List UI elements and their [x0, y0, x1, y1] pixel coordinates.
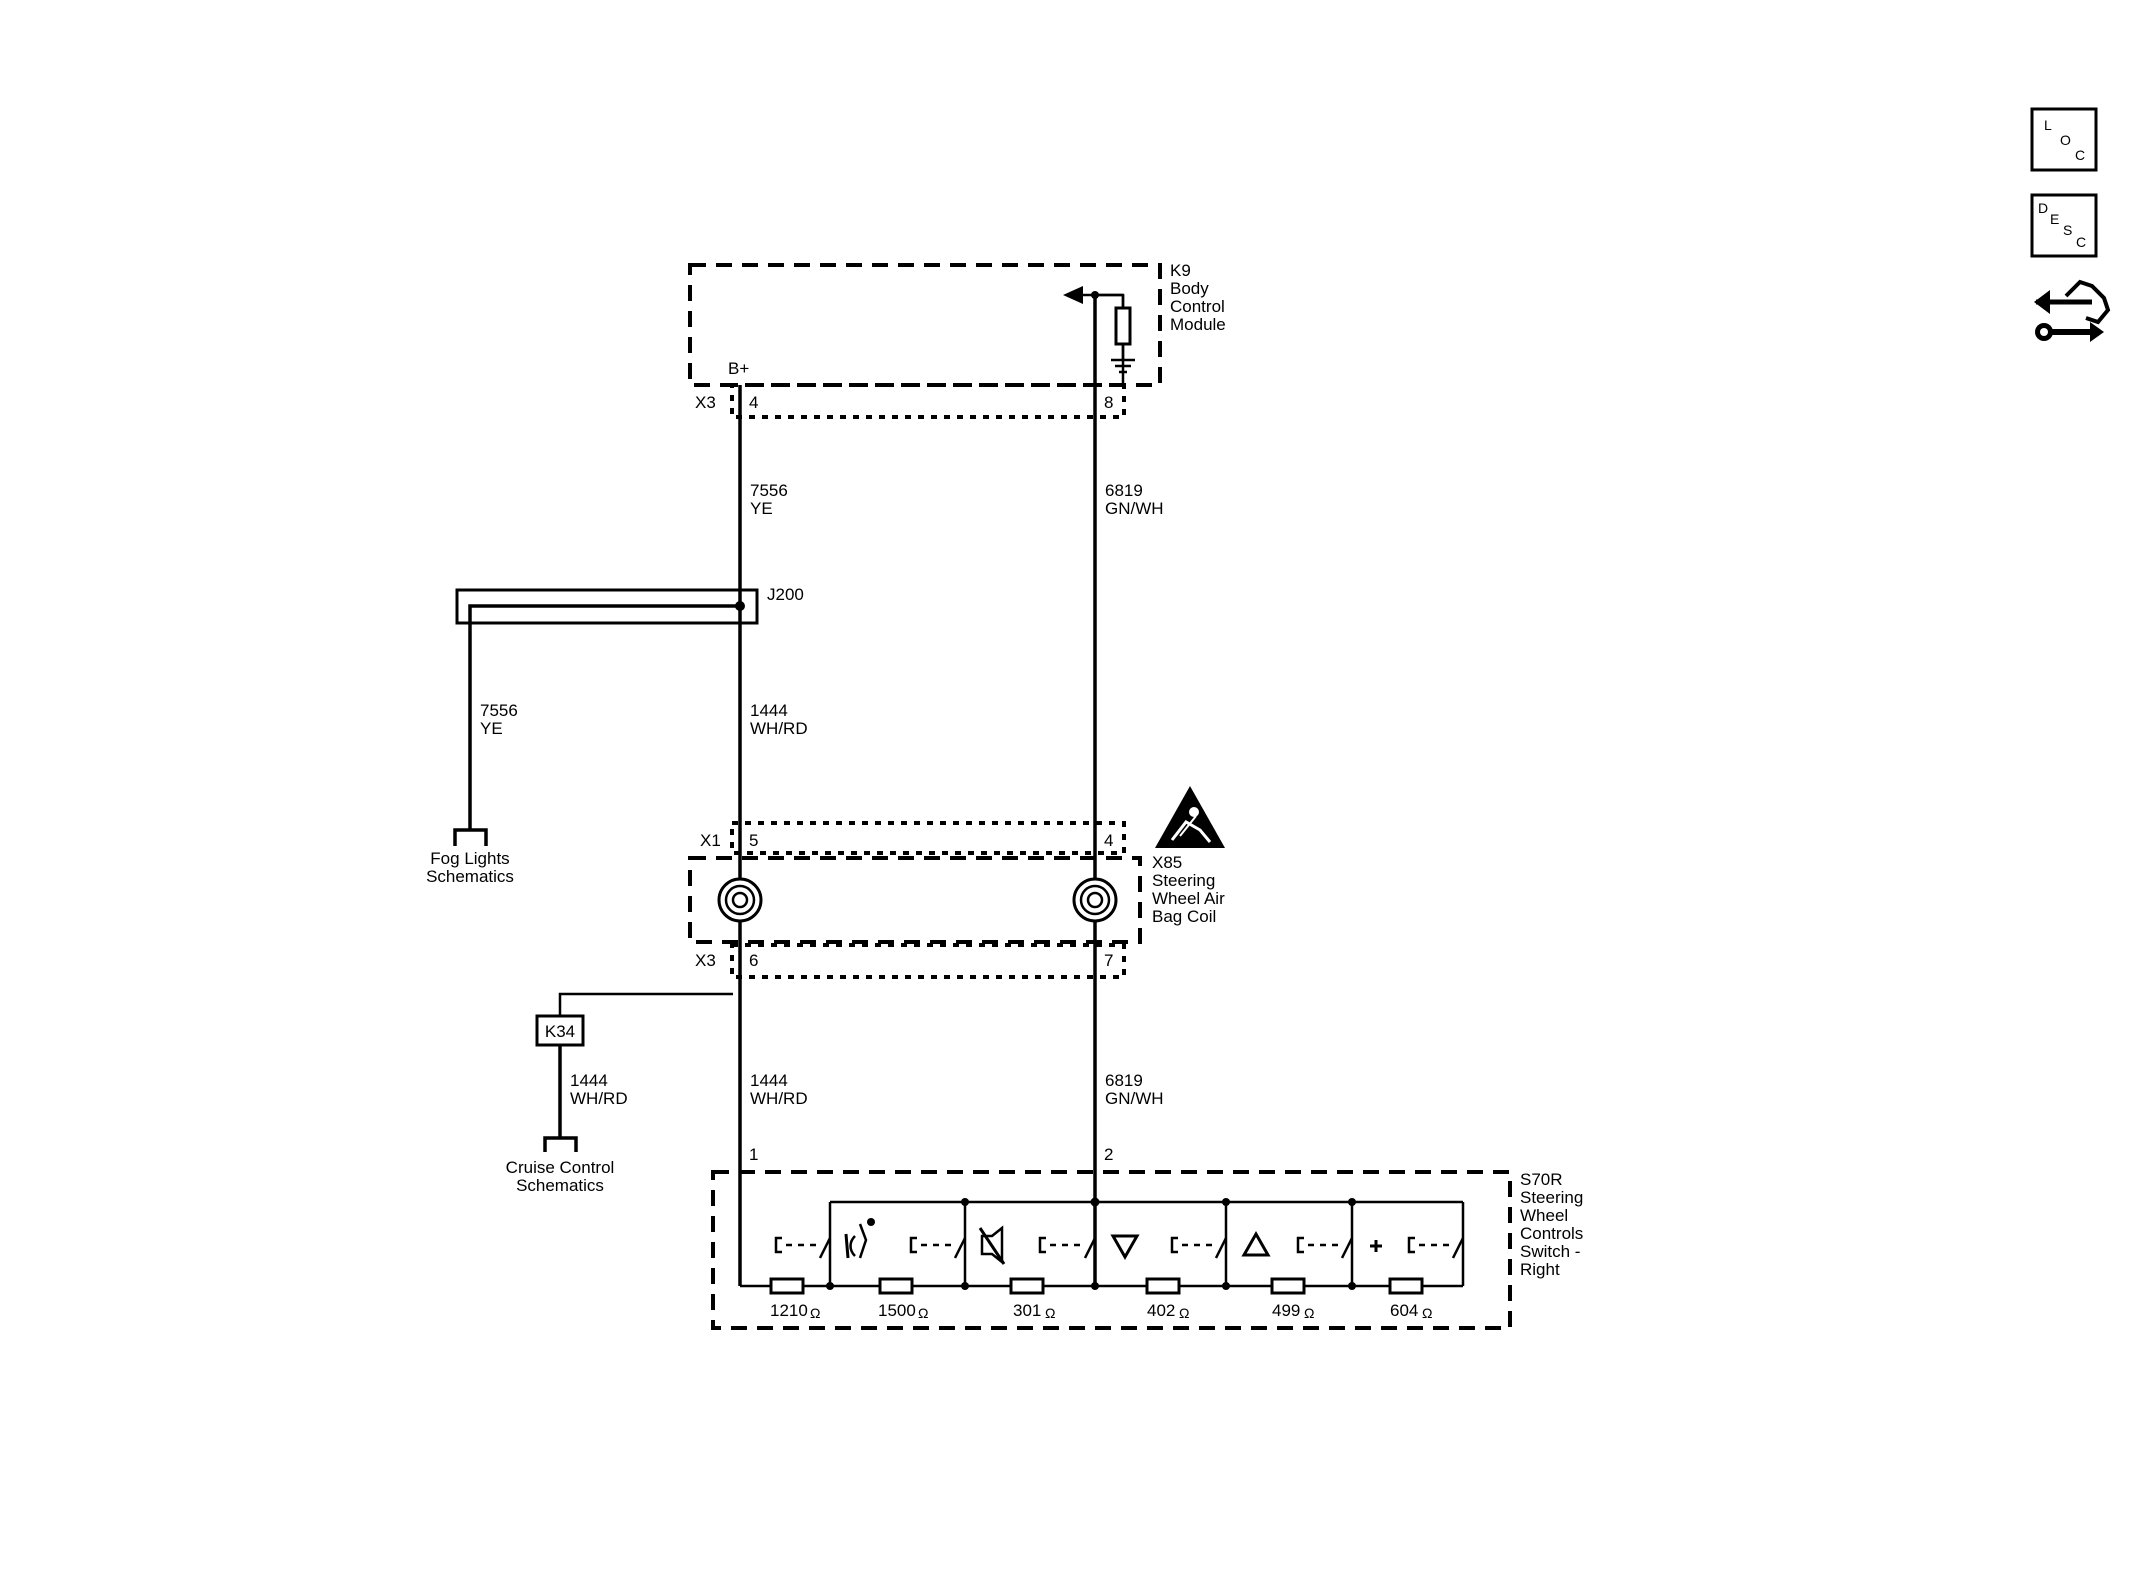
s70r-label-4: Controls [1520, 1224, 1583, 1243]
cruise-ref-line-2: Schematics [516, 1176, 604, 1195]
resistor-value-1: 1210 [770, 1301, 808, 1320]
k9-label-2: Body [1170, 279, 1209, 298]
module-k9: K9 Body Control Module B+ [688, 261, 1226, 387]
s70r-label-3: Wheel [1520, 1206, 1568, 1225]
desc-letter-s: S [2063, 222, 2072, 238]
ohm-6: Ω [1422, 1305, 1432, 1321]
resistor-1210 [769, 1277, 805, 1295]
s70r-label-2: Steering [1520, 1188, 1583, 1207]
loc-letter-o: O [2060, 132, 2071, 148]
x3-mid-pin-6: 6 [749, 951, 758, 970]
resistor-value-3: 301 [1013, 1301, 1041, 1320]
resistor-301 [1009, 1277, 1045, 1295]
x3-mid-pin-7: 7 [1104, 951, 1113, 970]
fog-ref-line-1: Fog Lights [430, 849, 509, 868]
k9-label-4: Module [1170, 315, 1226, 334]
resistor-1500 [878, 1277, 914, 1295]
x3-top-pin-4: 4 [749, 393, 758, 412]
ohm-4: Ω [1179, 1305, 1189, 1321]
s70r-pin-2: 2 [1104, 1145, 1113, 1164]
resistor-value-2: 1500 [878, 1301, 916, 1320]
airbag-warning-icon [1155, 786, 1225, 848]
resistor-ladder [769, 1277, 1424, 1295]
x3-top-pin-8: 8 [1104, 393, 1113, 412]
fog-lights-reference[interactable]: Fog Lights Schematics [426, 828, 514, 886]
wire-6819-color: GN/WH [1105, 499, 1164, 518]
j200-label: J200 [767, 585, 804, 604]
wire-1444-circuit: 1444 [750, 701, 788, 720]
mute-icon [978, 1225, 1006, 1265]
ohm-1: Ω [810, 1305, 820, 1321]
ground-icon [1111, 358, 1135, 374]
resistor-value-4: 402 [1147, 1301, 1175, 1320]
x3-top-label: X3 [695, 393, 716, 412]
ohm-5: Ω [1304, 1305, 1314, 1321]
up-triangle-icon [1241, 1230, 1271, 1257]
fog-ref-line-2: Schematics [426, 867, 514, 886]
wrench-icon[interactable] [2034, 279, 2111, 342]
input-arrow-icon [1063, 286, 1083, 304]
s70r-label-1: S70R [1520, 1170, 1563, 1189]
branch-k34: K34 [535, 992, 733, 1138]
wire-1444c-color: WH/RD [750, 1089, 808, 1108]
ohm-3: Ω [1045, 1305, 1055, 1321]
ohm-2: Ω [918, 1305, 928, 1321]
wire-1444c-circuit: 1444 [750, 1071, 788, 1090]
wire-1444b-circuit: 1444 [570, 1071, 608, 1090]
desc-letter-e: E [2050, 211, 2059, 227]
module-x85: X85 Steering Wheel Air Bag Coil [688, 853, 1225, 944]
connector-x3-mid: X3 6 7 [695, 943, 1126, 979]
wire-6819b-color: GN/WH [1105, 1089, 1164, 1108]
connector-x3-top: X3 4 8 [695, 383, 1126, 419]
x1-pin-5: 5 [749, 831, 758, 850]
plus-icon [1370, 1240, 1382, 1252]
s70r-label-6: Right [1520, 1260, 1560, 1279]
resistor-value-6: 604 [1390, 1301, 1418, 1320]
wire-6819-circuit: 6819 [1105, 481, 1143, 500]
down-triangle-icon [1110, 1234, 1140, 1261]
wire-1444b-color: WH/RD [570, 1089, 628, 1108]
k9-label-1: K9 [1170, 261, 1191, 280]
cruise-ref-line-1: Cruise Control [506, 1158, 615, 1177]
connector-x1: X1 5 4 [700, 821, 1126, 855]
wire-6819b-circuit: 6819 [1105, 1071, 1143, 1090]
loc-button[interactable]: L O C [2030, 107, 2098, 172]
switch-network [774, 1197, 1465, 1290]
x85-label-3: Wheel Air [1152, 889, 1225, 908]
speech-icon [844, 1218, 875, 1259]
loc-letter-c: C [2075, 147, 2085, 163]
cruise-control-reference[interactable]: Cruise Control Schematics [506, 1136, 615, 1195]
x1-label: X1 [700, 831, 721, 850]
resistor-values: 1210 Ω 1500 Ω 301 Ω 402 Ω 499 Ω 604 Ω [770, 1301, 1432, 1321]
k34-label: K34 [545, 1022, 575, 1041]
coil-right [1072, 877, 1118, 923]
module-s70r: 1 2 S70R Steering Wheel Controls Switch … [711, 1145, 1583, 1330]
x85-label-2: Steering [1152, 871, 1215, 890]
s70r-pin-1: 1 [749, 1145, 758, 1164]
desc-letter-d: D [2038, 200, 2048, 216]
resistor-499 [1270, 1277, 1306, 1295]
wire-7556b-circuit: 7556 [480, 701, 518, 720]
wire-1444-color: WH/RD [750, 719, 808, 738]
resistor-value-5: 499 [1272, 1301, 1300, 1320]
resistor-604 [1388, 1277, 1424, 1295]
wire-7556b-color: YE [480, 719, 503, 738]
x85-label-1: X85 [1152, 853, 1182, 872]
x1-pin-4: 4 [1104, 831, 1113, 850]
splice-j200: J200 [455, 585, 804, 830]
loc-letter-l: L [2044, 117, 2052, 133]
x85-label-4: Bag Coil [1152, 907, 1216, 926]
desc-button[interactable]: D E S C [2030, 193, 2098, 258]
x3-mid-label: X3 [695, 951, 716, 970]
k9-label-3: Control [1170, 297, 1225, 316]
bplus-label: B+ [728, 359, 749, 378]
wire-7556-color: YE [750, 499, 773, 518]
pulldown-resistor [1114, 306, 1132, 346]
desc-letter-c: C [2076, 234, 2086, 250]
s70r-label-5: Switch - [1520, 1242, 1580, 1261]
resistor-402 [1145, 1277, 1181, 1295]
coil-left [717, 877, 763, 923]
wire-7556-circuit: 7556 [750, 481, 788, 500]
